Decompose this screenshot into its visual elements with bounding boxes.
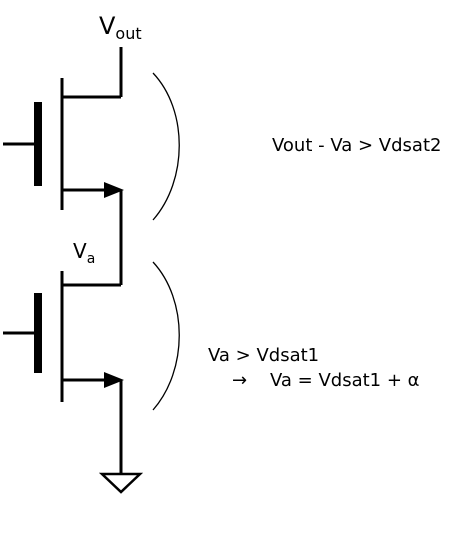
upper-condition-text: Vout - Va > Vdsat2 bbox=[272, 135, 441, 156]
upper-brace-arc bbox=[152, 72, 180, 221]
lower-brace-arc bbox=[152, 261, 180, 411]
arrow-icon: → bbox=[232, 370, 247, 391]
lower-source-arrow bbox=[104, 372, 124, 388]
ground-symbol bbox=[98, 472, 144, 494]
va-label: Va bbox=[73, 239, 95, 267]
vout-label: Vout bbox=[99, 12, 142, 43]
upper-source-arrow bbox=[104, 182, 124, 198]
lower-result-text: Va = Vdsat1 + α bbox=[270, 370, 420, 391]
lower-condition-text: Va > Vdsat1 bbox=[208, 345, 319, 366]
